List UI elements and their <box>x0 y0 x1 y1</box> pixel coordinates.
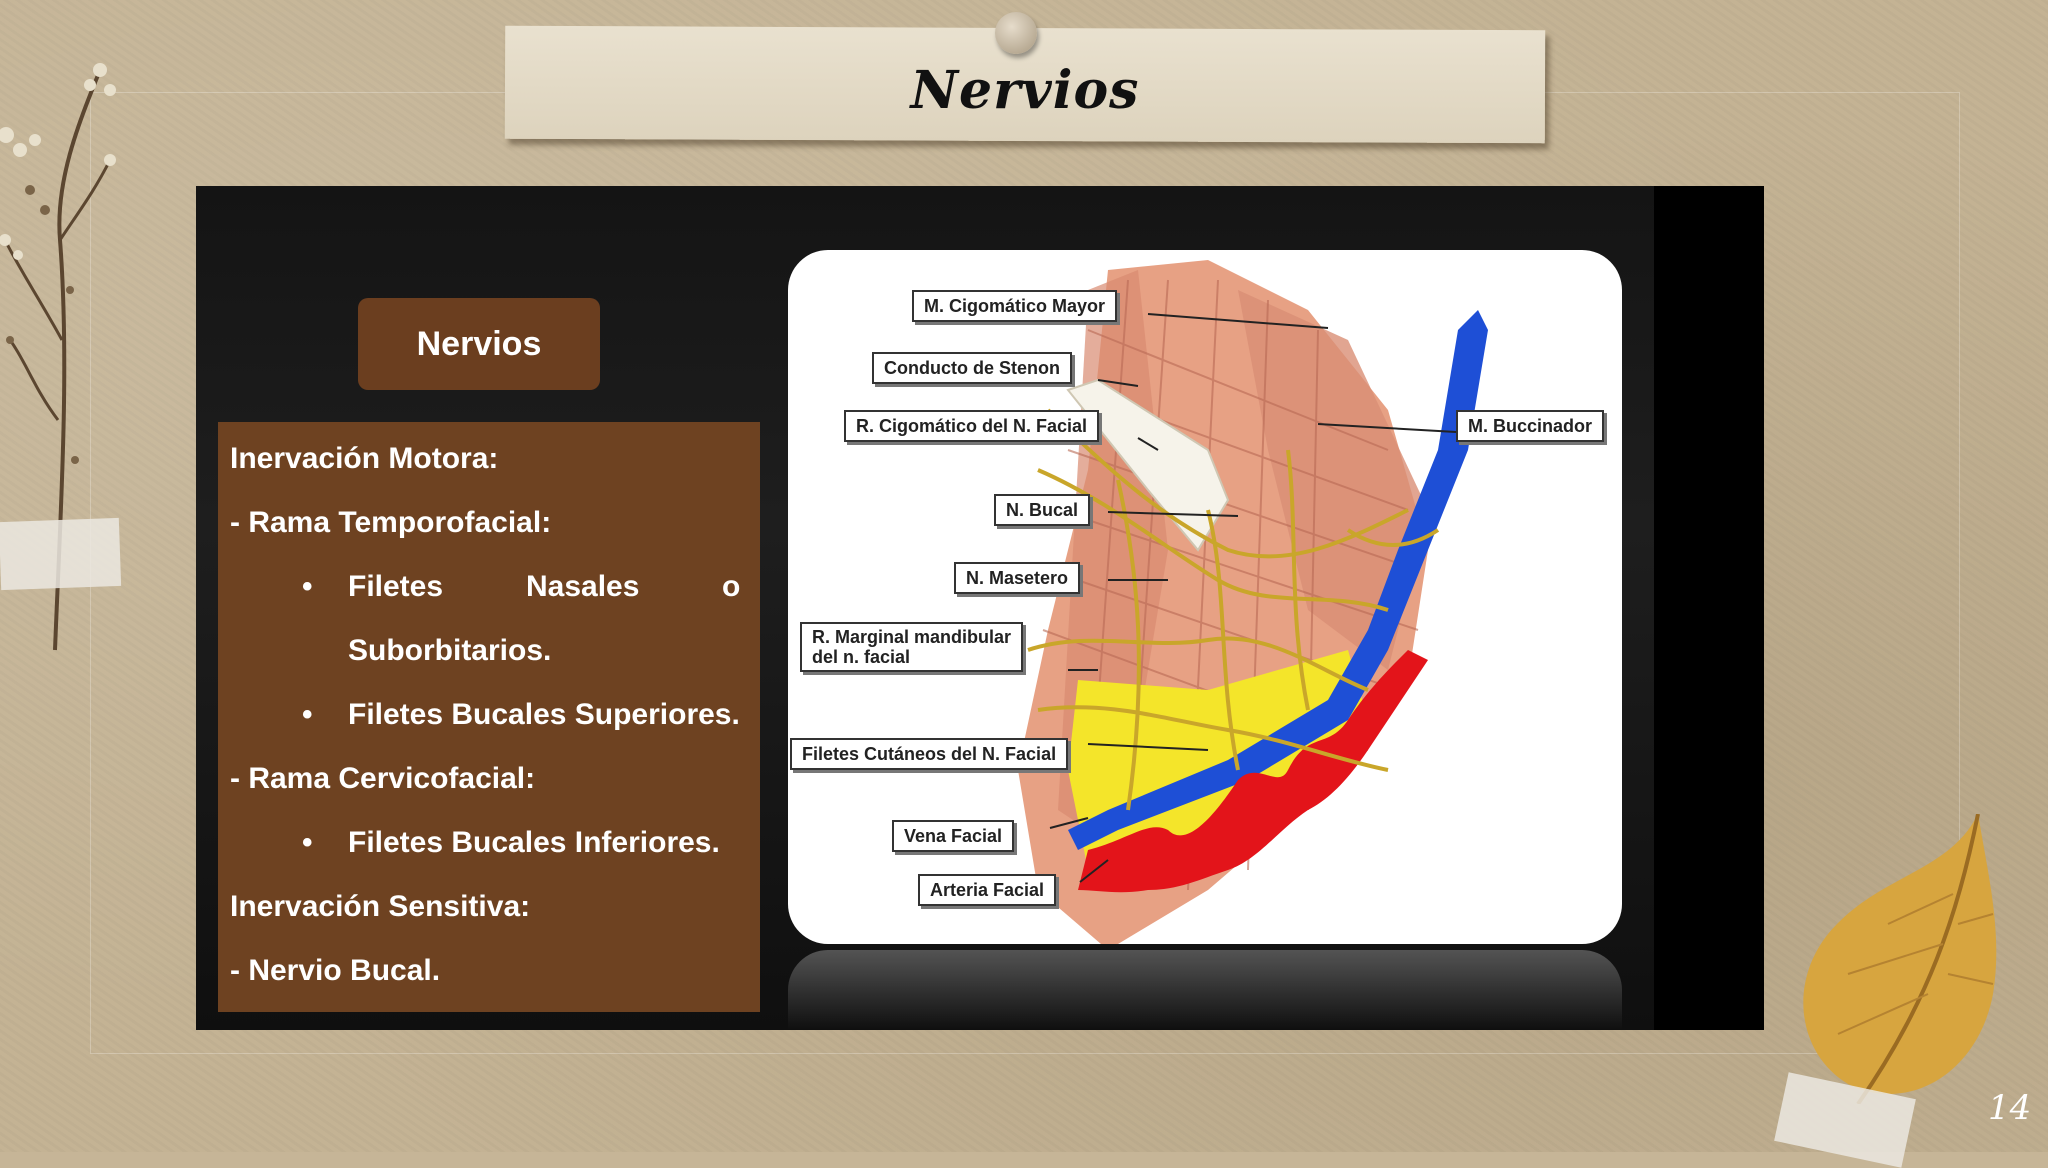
label-r-cigomatico: R. Cigomático del N. Facial <box>844 410 1100 442</box>
text-line: Filetes Bucales Inferiores. <box>348 826 720 859</box>
label-r-marginal-line2: del n. facial <box>812 647 911 667</box>
bullet: • <box>302 826 313 859</box>
text-line: Inervación Sensitiva: <box>230 890 531 923</box>
bullet: • <box>302 570 313 603</box>
bullet: • <box>302 698 313 731</box>
label-buccinador: M. Buccinador <box>1456 410 1605 442</box>
text-line: - Rama Temporofacial: <box>230 506 552 539</box>
label-vena-facial: Vena Facial <box>892 820 1015 852</box>
anatomy-illustration <box>1018 260 1488 944</box>
page-title: Nervios <box>910 60 1140 121</box>
text-line: - Rama Cervicofacial: <box>230 762 536 795</box>
label-cigomatico-mayor: M. Cigomático Mayor <box>912 290 1118 322</box>
label-arteria-facial: Arteria Facial <box>918 874 1057 906</box>
text-line: o <box>722 570 741 603</box>
slide-badge: Nervios <box>358 298 600 390</box>
text-line: Filetes Bucales Superiores. <box>348 698 740 731</box>
text-line: Suborbitarios. <box>348 634 552 667</box>
label-n-masetero: N. Masetero <box>954 562 1081 594</box>
anatomy-diagram: M. Cigomático Mayor Conducto de Stenon R… <box>788 250 1622 944</box>
page-number: 14 <box>1988 1088 2032 1128</box>
label-filetes-cutaneos: Filetes Cutáneos del N. Facial <box>790 738 1069 770</box>
label-n-bucal: N. Bucal <box>994 494 1091 526</box>
pin-icon <box>995 12 1037 54</box>
content-box: Inervación Motora: - Rama Temporofacial:… <box>218 422 760 1012</box>
text-line: Inervación Motora: <box>230 442 499 475</box>
tape-left <box>0 517 122 591</box>
diagram-reflection <box>788 950 1622 1030</box>
label-r-marginal: R. Marginal mandibular del n. facial <box>800 622 1024 672</box>
text-line: - Nervio Bucal. <box>230 954 441 987</box>
slide-image: Nervios Inervación Motora: - Rama Tempor… <box>196 186 1764 1030</box>
leaf-decoration <box>1803 814 1997 1104</box>
dried-flower-decoration <box>0 63 116 651</box>
text-line: Filetes <box>348 570 444 603</box>
text-line: Nasales <box>526 570 640 603</box>
label-r-marginal-line1: R. Marginal mandibular <box>812 627 1012 647</box>
label-stenon: Conducto de Stenon <box>872 352 1072 384</box>
